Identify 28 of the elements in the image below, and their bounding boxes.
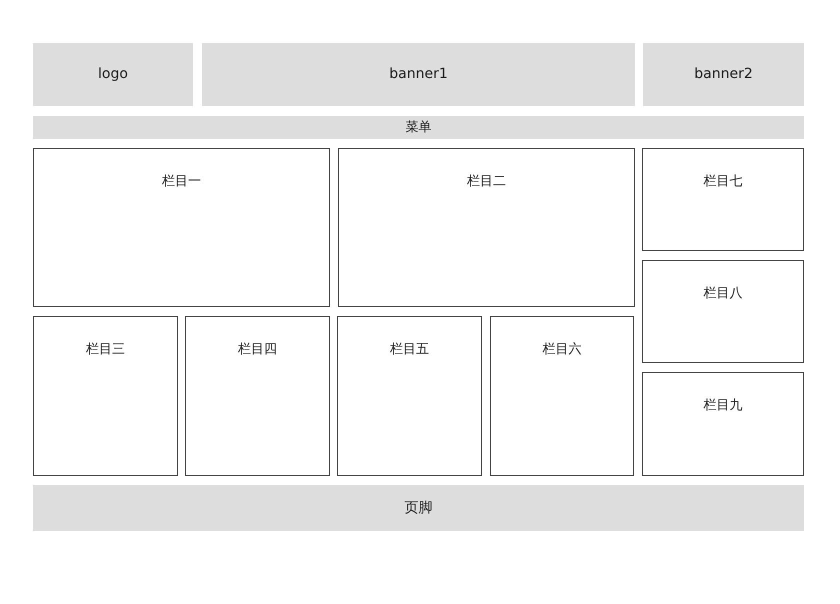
shaded-block (33, 485, 804, 531)
block-label: 栏目三 (86, 342, 125, 358)
block-label: 栏目一 (162, 174, 201, 190)
block-label: banner2 (694, 66, 753, 83)
outlined-panel (338, 148, 635, 307)
block-label: 栏目八 (704, 286, 742, 302)
block-label: 栏目九 (704, 398, 742, 414)
block-label: 栏目七 (704, 174, 742, 190)
block-label: 栏目二 (467, 174, 506, 190)
outlined-panel (33, 148, 330, 307)
shaded-block (643, 43, 804, 106)
outlined-panel (642, 372, 804, 476)
outlined-panel (642, 260, 804, 363)
block-label: 栏目六 (542, 342, 582, 358)
block-label: banner1 (389, 66, 448, 83)
block-label: 页脚 (404, 500, 432, 516)
outlined-panel (33, 316, 178, 476)
shaded-block (33, 43, 193, 106)
block-label: 栏目五 (390, 342, 429, 358)
outlined-panel (642, 148, 804, 251)
outlined-panel (337, 316, 482, 476)
block-label: 菜单 (406, 120, 432, 136)
block-label: 栏目四 (238, 342, 277, 358)
block-label: logo (98, 66, 128, 83)
outlined-panel (185, 316, 330, 476)
shaded-block (33, 116, 804, 139)
shaded-block (202, 43, 635, 106)
outlined-panel (490, 316, 634, 476)
